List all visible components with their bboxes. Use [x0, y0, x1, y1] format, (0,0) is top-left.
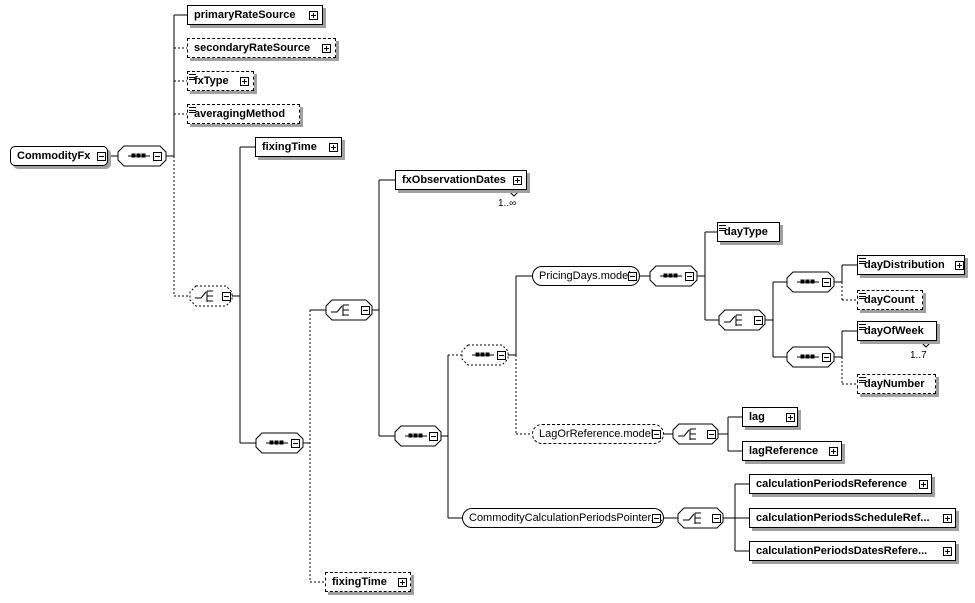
element-label: calculationPeriodsScheduleRef... — [756, 512, 930, 524]
element-label: dayCount — [864, 294, 915, 306]
documentation-icon — [189, 74, 196, 81]
expand-button[interactable] — [829, 447, 838, 456]
collapse-button[interactable] — [153, 152, 162, 161]
expand-button[interactable] — [786, 413, 795, 422]
expand-button[interactable] — [322, 44, 331, 53]
element-label: fxType — [194, 75, 229, 87]
element-label: fixingTime — [332, 576, 387, 588]
element-label: dayDistribution — [864, 259, 945, 271]
expand-button[interactable] — [943, 547, 952, 556]
group-lagorreference-model[interactable]: LagOrReference.model — [532, 424, 664, 444]
element-daynumber[interactable]: dayNumber — [857, 374, 936, 394]
element-primaryratesource[interactable]: primaryRateSource — [187, 5, 323, 25]
collapse-button[interactable] — [291, 439, 300, 448]
documentation-icon — [719, 225, 726, 232]
expand-button[interactable] — [919, 480, 928, 489]
group-pricingdays-model[interactable]: PricingDays.model — [532, 266, 640, 286]
element-label: secondaryRateSource — [194, 42, 311, 54]
element-calculationperiodsreference[interactable]: calculationPeriodsReference — [749, 474, 932, 494]
expand-button[interactable] — [513, 176, 522, 185]
element-lagreference[interactable]: lagReference — [742, 441, 842, 461]
collapse-button[interactable] — [712, 514, 721, 523]
group-label: CommodityCalculationPeriodsPointer.... — [469, 512, 663, 524]
collapse-button[interactable] — [685, 272, 694, 281]
element-calculationperiodsschedulereference[interactable]: calculationPeriodsScheduleRef... — [749, 508, 956, 528]
expand-button[interactable] — [943, 514, 952, 523]
element-secondaryratesource[interactable]: secondaryRateSource — [187, 38, 336, 58]
element-label: fixingTime — [262, 141, 317, 153]
documentation-icon — [859, 377, 866, 384]
collapse-button[interactable] — [652, 514, 661, 523]
element-label: lag — [749, 411, 765, 423]
collapse-button[interactable] — [754, 316, 763, 325]
collapse-button[interactable] — [822, 278, 831, 287]
collapse-button[interactable] — [497, 351, 506, 360]
element-label: averagingMethod — [194, 108, 286, 120]
element-commodityfx[interactable]: CommodityFx — [10, 146, 108, 166]
expand-button[interactable] — [398, 578, 407, 587]
element-label: CommodityFx — [17, 150, 91, 162]
element-label: fxObservationDates — [402, 174, 506, 186]
occurrence-label: 1..7 — [910, 350, 927, 361]
element-calculationperiodsdatesreference[interactable]: calculationPeriodsDatesRefere... — [749, 541, 956, 561]
element-averagingmethod[interactable]: averagingMethod — [187, 104, 300, 124]
collapse-button[interactable] — [429, 432, 438, 441]
documentation-icon — [859, 293, 866, 300]
collapse-button[interactable] — [628, 272, 637, 281]
element-fixingtime[interactable]: fixingTime — [255, 137, 342, 157]
documentation-icon — [859, 258, 866, 265]
collapse-button[interactable] — [97, 152, 106, 161]
element-label: primaryRateSource — [194, 9, 296, 21]
group-label: LagOrReference.model — [539, 428, 654, 440]
element-daytype[interactable]: dayType — [717, 222, 780, 242]
collapse-button[interactable] — [707, 430, 716, 439]
expand-button[interactable] — [329, 143, 338, 152]
collapse-button[interactable] — [822, 353, 831, 362]
element-fxobservationdates[interactable]: fxObservationDates — [395, 170, 527, 190]
collapse-button[interactable] — [222, 292, 231, 301]
element-label: dayOfWeek — [864, 325, 924, 337]
element-daydistribution[interactable]: dayDistribution — [857, 255, 965, 275]
element-label: dayType — [724, 226, 768, 238]
element-fxtype[interactable]: fxType — [187, 71, 254, 91]
element-lag[interactable]: lag — [742, 407, 798, 427]
element-label: calculationPeriodsReference — [756, 478, 908, 490]
group-commoditycalculationperiodspointer[interactable]: CommodityCalculationPeriodsPointer.... — [462, 508, 664, 528]
expand-button[interactable] — [240, 77, 249, 86]
documentation-icon — [189, 107, 196, 114]
group-label: PricingDays.model — [539, 270, 631, 282]
documentation-icon — [859, 324, 866, 331]
element-fixingtime-optional[interactable]: fixingTime — [325, 572, 411, 592]
element-label: dayNumber — [864, 378, 925, 390]
expand-button[interactable] — [309, 11, 318, 20]
collapse-button[interactable] — [361, 306, 370, 315]
element-label: lagReference — [749, 445, 819, 457]
expand-button[interactable] — [955, 261, 964, 270]
collapse-button[interactable] — [652, 430, 661, 439]
occurrence-label: 1..∞ — [498, 198, 517, 209]
element-label: calculationPeriodsDatesRefere... — [756, 545, 928, 557]
element-daycount[interactable]: dayCount — [857, 290, 923, 310]
element-dayofweek[interactable]: dayOfWeek — [857, 321, 937, 341]
